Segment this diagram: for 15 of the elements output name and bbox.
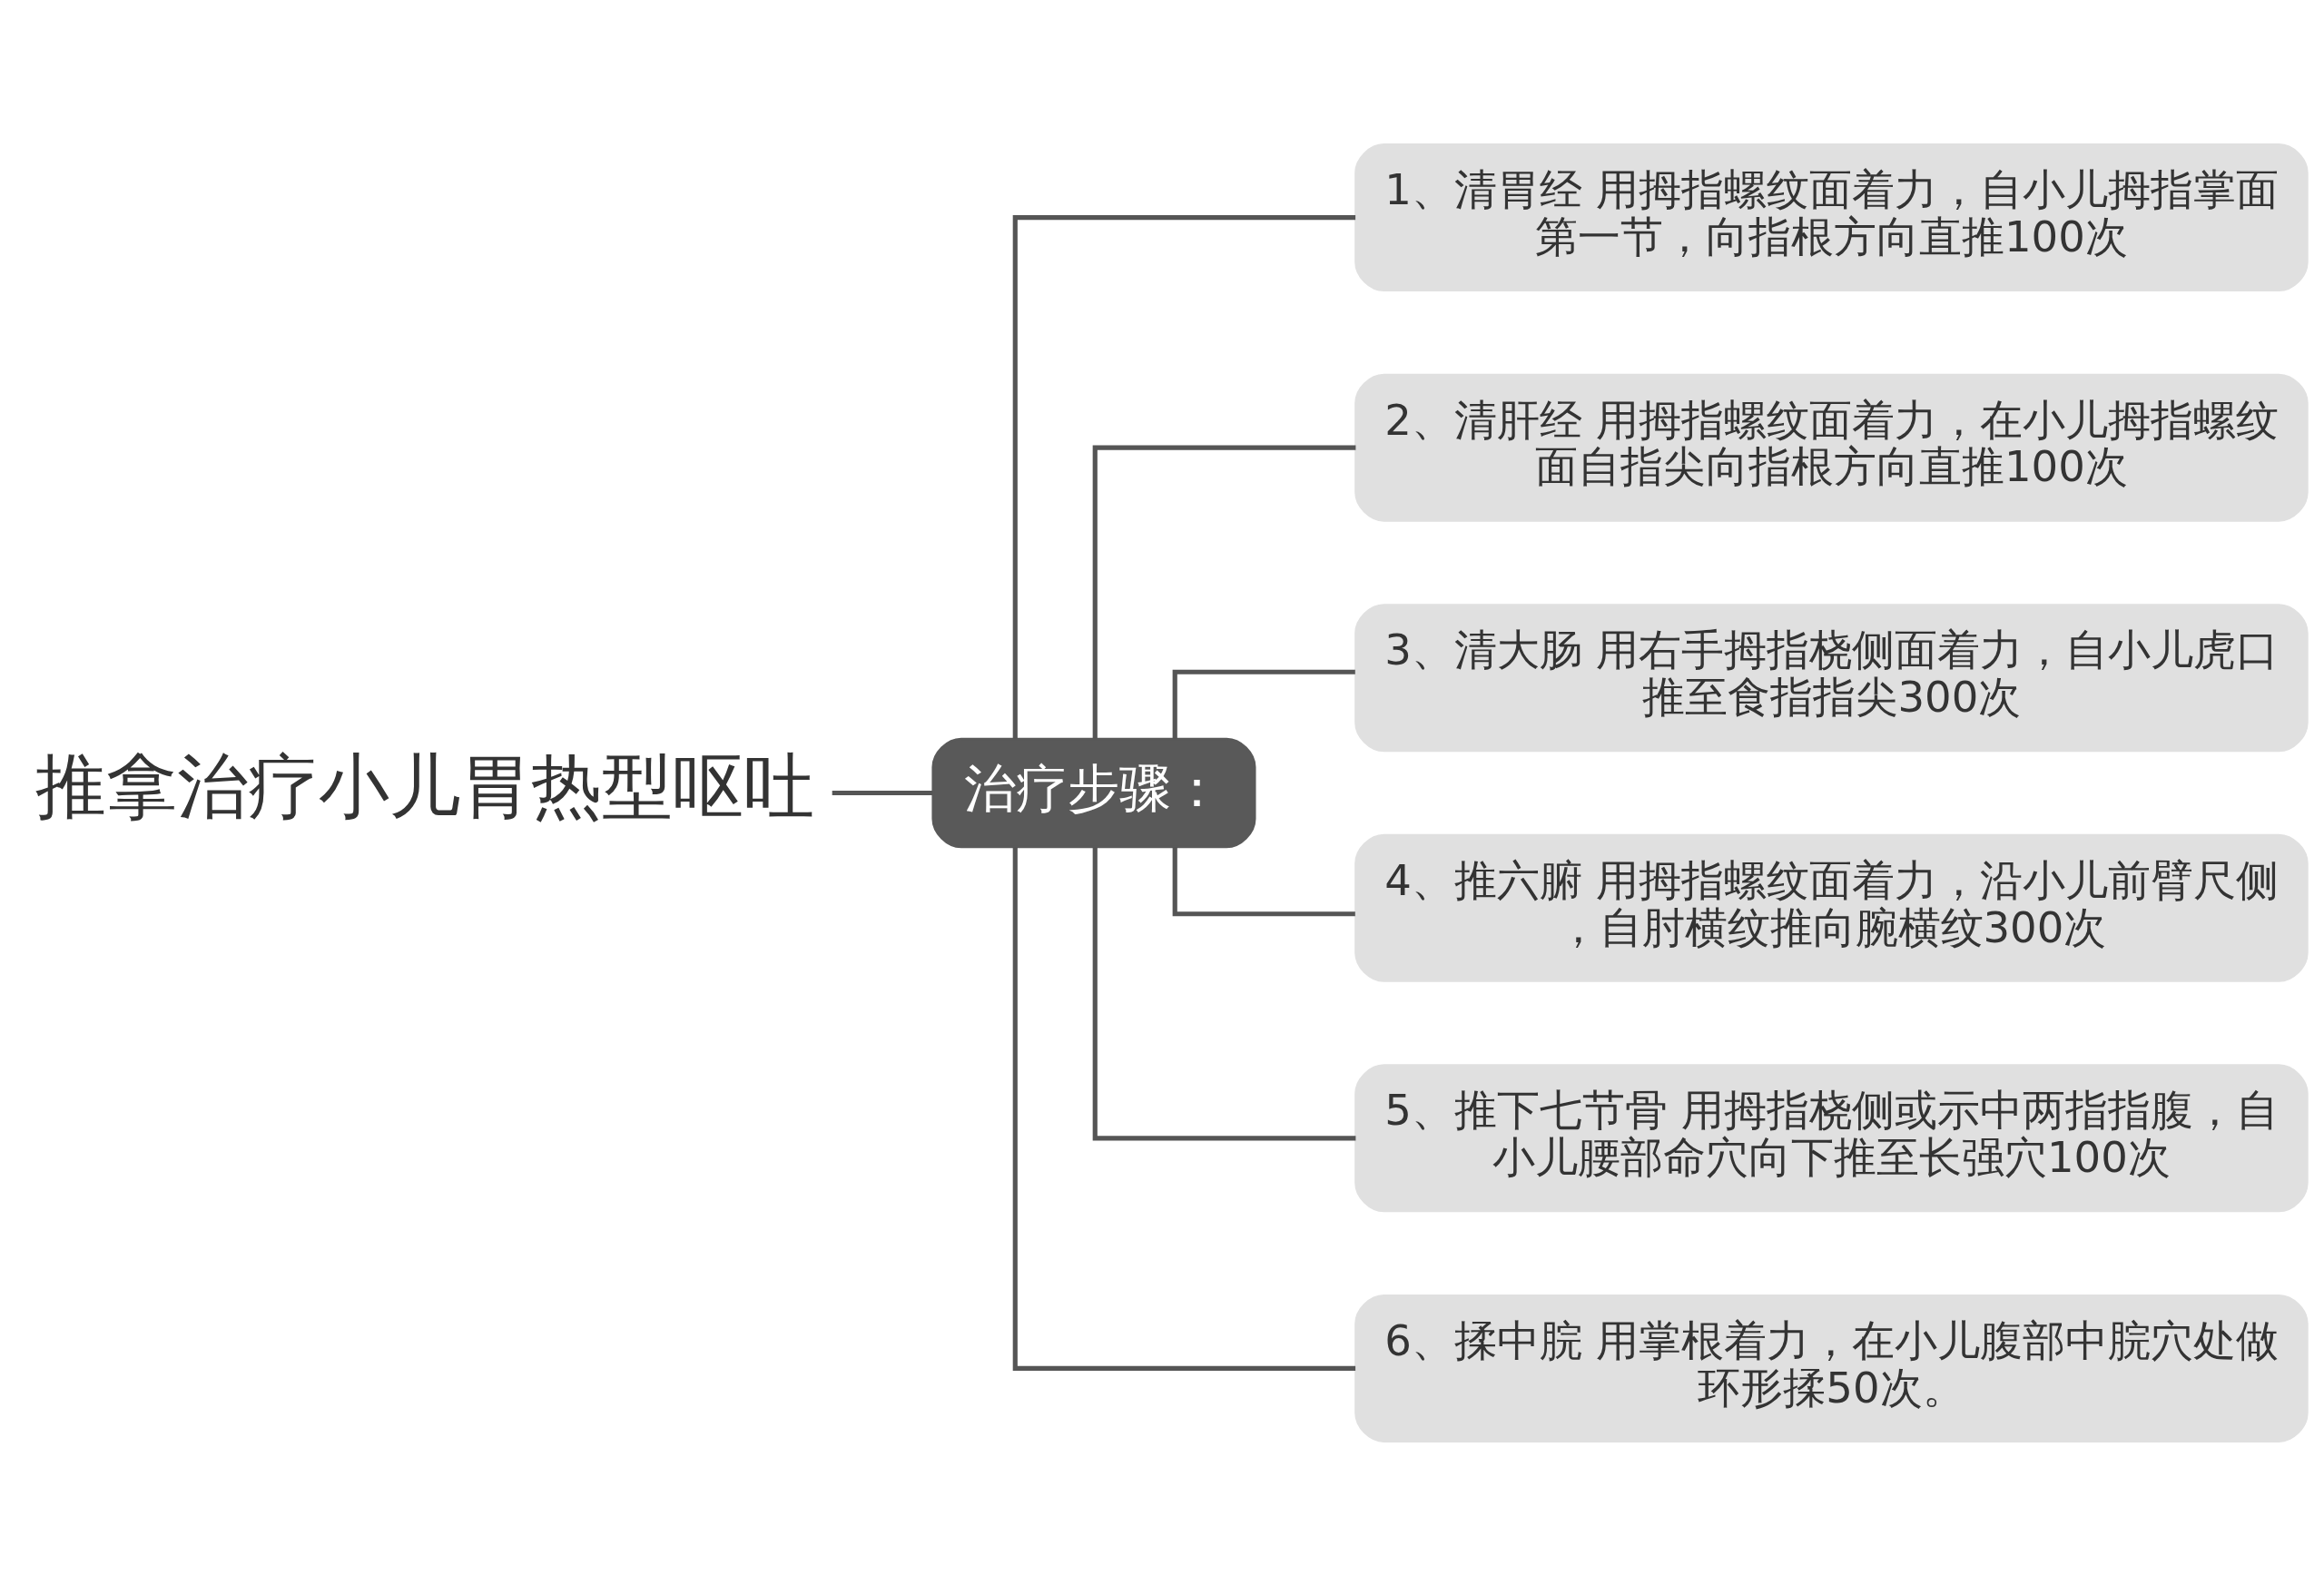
- connector: [1092, 445, 1356, 738]
- connector: [1172, 669, 1355, 739]
- connector: [1172, 846, 1355, 916]
- node-text: 推拿治疗小儿胃热型呕吐: [34, 744, 814, 827]
- node-box: 2、清肝经 用拇指螺纹面着力，在小儿拇指螺纹面自指尖向指根方向直推100次: [1354, 373, 2309, 522]
- node-box: 4、推六腑 用拇指螺纹面着力，沿小儿前臂尺侧，自肘横纹推向腕横纹300次: [1354, 833, 2309, 982]
- node-box: 6、揉中脘 用掌根着力，在小儿腹部中脘穴处做环形揉50次。: [1354, 1294, 2309, 1442]
- connector: [1012, 846, 1356, 1371]
- node-box: 3、清大肠 用右手拇指桡侧面着力，自小儿虎口推至食指指尖300次: [1354, 603, 2309, 752]
- node-box: 5、推下七节骨 用拇指桡侧或示中两指指腹，自小儿腰部命穴向下推至长强穴100次: [1354, 1063, 2309, 1212]
- connector: [1092, 847, 1356, 1140]
- node-box: 1、清胃经 用拇指螺纹面着力，自小儿拇指掌面第一节，向指根方向直推100次: [1354, 143, 2309, 291]
- connector: [832, 790, 933, 795]
- connector: [1012, 214, 1356, 739]
- node-box: 治疗步骤：: [931, 737, 1256, 848]
